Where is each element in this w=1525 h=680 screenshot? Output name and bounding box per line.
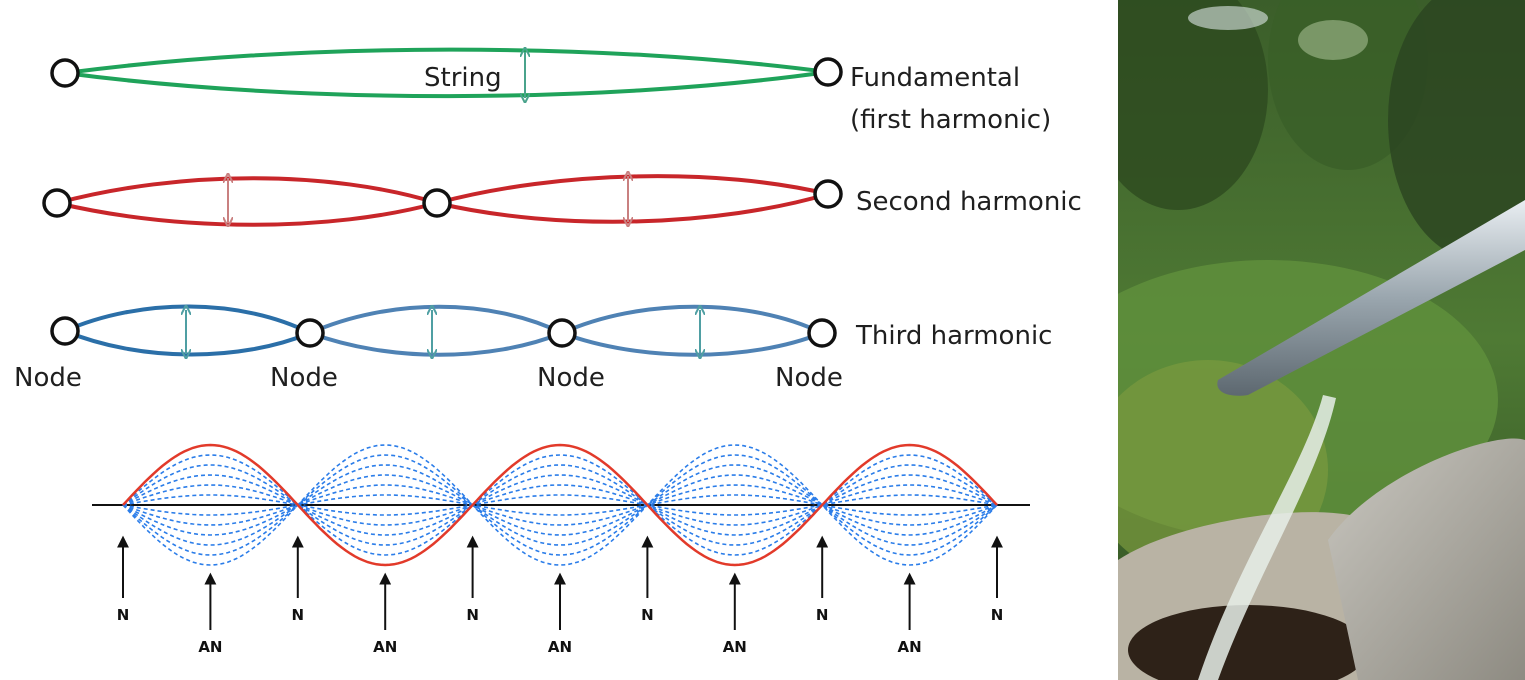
dashed-envelope-curve	[122, 474, 998, 536]
antinode-label: AN	[723, 638, 747, 656]
third-harmonic: Third harmonic Node Node Node Node	[14, 304, 1052, 393]
water-stream	[1198, 395, 1336, 680]
node-label: Node	[14, 363, 82, 393]
third-harmonic-label: Third harmonic	[855, 321, 1052, 351]
node-circle	[807, 318, 837, 348]
second-harmonic-label: Second harmonic	[856, 187, 1082, 217]
node-label: Node	[270, 363, 338, 393]
second-harmonic: Second harmonic	[42, 174, 1082, 227]
fundamental-label: Fundamental	[850, 63, 1020, 93]
standing-wave: N N N N N N AN AN AN AN AN	[92, 443, 1030, 656]
dashed-envelope-curve	[122, 454, 998, 556]
node-circle	[50, 58, 80, 88]
dashed-envelope-curve	[122, 484, 998, 526]
metal-pipe	[1217, 200, 1525, 396]
node-label: N	[816, 606, 829, 624]
dashed-envelope-curve	[122, 454, 998, 556]
trough-water	[1128, 605, 1368, 680]
dashed-envelope-curve	[122, 444, 998, 566]
dashed-envelope-curve	[122, 474, 998, 536]
node-label: N	[466, 606, 479, 624]
rock	[1328, 438, 1525, 680]
node-label: N	[292, 606, 305, 624]
antinode-label: AN	[548, 638, 572, 656]
red-wave-curve	[122, 443, 998, 567]
node-antinode-arrows: N N N N N N AN AN AN AN AN	[117, 535, 1004, 656]
node-label: N	[117, 606, 130, 624]
first-harmonic: String Fundamental (first harmonic)	[50, 50, 1051, 135]
third-harmonic-loop	[59, 304, 315, 357]
antinode-label: AN	[373, 638, 397, 656]
node-label: Node	[537, 363, 605, 393]
red-waveform	[122, 443, 998, 567]
node-circle	[50, 316, 80, 346]
node-circle	[813, 57, 843, 87]
node-circle	[422, 188, 452, 218]
third-harmonic-loop	[304, 304, 567, 357]
node-circle	[547, 318, 577, 348]
second-harmonic-loop	[56, 176, 445, 227]
dashed-envelope-curve	[122, 484, 998, 526]
third-harmonic-loop	[556, 304, 827, 357]
node-label: N	[641, 606, 654, 624]
tree-shape	[1118, 0, 1268, 210]
node-circle	[813, 179, 843, 209]
node-label: N	[991, 606, 1004, 624]
water-spout-photo	[1118, 0, 1525, 680]
harmonics-diagram: String Fundamental (first harmonic) Seco…	[14, 0, 1082, 656]
first-harmonic-label: (first harmonic)	[850, 105, 1051, 135]
node-circle	[42, 188, 72, 218]
bright-patch	[1188, 6, 1268, 30]
antinode-label: AN	[898, 638, 922, 656]
second-harmonic-loop	[436, 174, 836, 224]
node-label: Node	[775, 363, 843, 393]
tree-shape	[1388, 0, 1525, 260]
node-circle	[295, 318, 325, 348]
bright-patch	[1298, 20, 1368, 60]
antinode-label: AN	[198, 638, 222, 656]
string-label: String	[424, 63, 502, 93]
